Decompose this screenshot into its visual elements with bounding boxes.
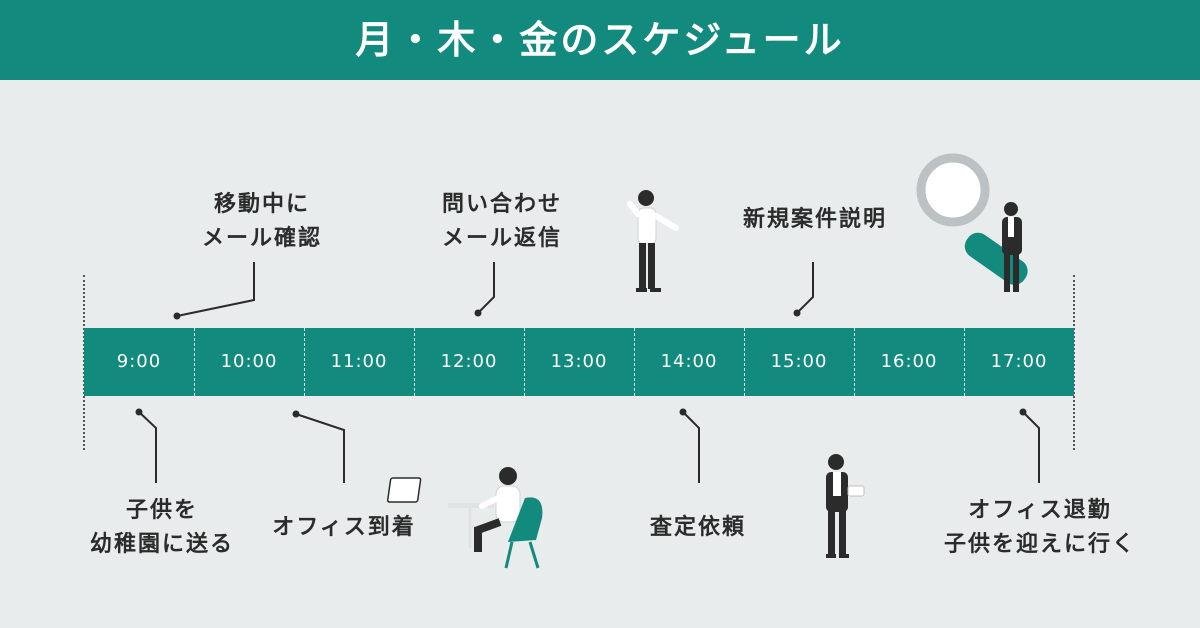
connector-line — [1022, 411, 1040, 483]
page-title: 月・木・金のスケジュール — [355, 18, 845, 62]
time-divider — [414, 328, 415, 396]
event-label-office-arrival: オフィス到着 — [272, 515, 416, 540]
time-slot-1600: 16:00 — [880, 351, 938, 372]
connector-dot — [292, 410, 300, 418]
time-divider — [524, 328, 525, 396]
time-slot-1000: 10:00 — [220, 351, 278, 372]
connector-dot — [793, 309, 801, 317]
person-laptop-chair-icon — [386, 467, 543, 569]
connector-dot — [679, 408, 687, 416]
time-slot-1200: 12:00 — [440, 351, 498, 372]
connector-line — [682, 411, 700, 483]
person-tablet-icon — [826, 454, 865, 558]
timeline-bar: 9:00 10:00 11:00 12:00 13:00 14:00 15:00… — [84, 328, 1074, 396]
event-label-appraisal-request: 査定依頼 — [649, 515, 746, 540]
connector-line — [295, 413, 345, 483]
timeline-end-marker — [1073, 275, 1075, 450]
person-magnifier-icon — [916, 153, 1028, 292]
time-divider — [854, 328, 855, 396]
connector-line — [796, 262, 814, 314]
event-label-kindergarten-dropoff: 子供を 幼稚園に送る — [89, 498, 234, 557]
time-divider — [964, 328, 965, 396]
time-slot-1700: 17:00 — [990, 351, 1048, 372]
event-label-new-project: 新規案件説明 — [742, 207, 887, 232]
connector-line — [477, 262, 495, 314]
time-divider — [744, 328, 745, 396]
connector-dot — [173, 312, 181, 320]
event-label-mail-check: 移動中に メール確認 — [201, 192, 322, 251]
header-banner: 月・木・金のスケジュール — [0, 0, 1200, 80]
connector-line — [138, 411, 157, 483]
time-slot-1400: 14:00 — [660, 351, 718, 372]
time-slot-1300: 13:00 — [550, 351, 608, 372]
time-slot-1100: 11:00 — [330, 351, 388, 372]
event-label-inquiry-reply: 問い合わせ メール返信 — [441, 192, 562, 251]
person-waving-icon — [627, 190, 679, 292]
event-label-leave-office: オフィス退勤 子供を迎えに行く — [943, 498, 1136, 557]
time-slot-0900: 9:00 — [116, 351, 162, 372]
time-divider — [634, 328, 635, 396]
connector-dot — [135, 408, 143, 416]
connector-dot — [1019, 408, 1027, 416]
time-slot-1500: 15:00 — [770, 351, 828, 372]
connector-dot — [474, 309, 482, 317]
time-divider — [194, 328, 195, 396]
connector-line — [176, 262, 255, 317]
time-divider — [304, 328, 305, 396]
